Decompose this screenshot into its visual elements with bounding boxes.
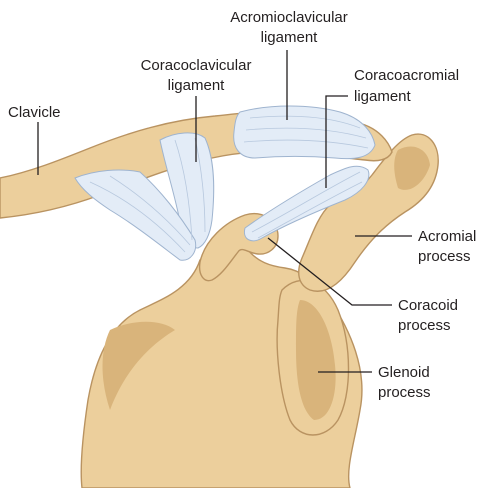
label-acromial-line1: Acromial <box>418 228 476 245</box>
leader-lines <box>37 50 412 373</box>
fiber <box>89 181 186 253</box>
labels: Acromioclavicular ligament Coracoclavicu… <box>8 9 476 401</box>
label-acromioclavicular-line2: ligament <box>261 29 319 46</box>
fiber <box>194 137 206 233</box>
label-coracoid-line2: process <box>398 317 451 334</box>
acromioclavicular-ligament <box>233 105 376 160</box>
label-coracoacromial-line1: Coracoacromial <box>354 67 459 84</box>
label-coracoacromial-line2: ligament <box>354 88 412 105</box>
label-acromioclavicular-line1: Acromioclavicular <box>230 9 348 26</box>
scapula <box>80 244 363 488</box>
coracoacromial-ligament <box>243 165 370 242</box>
label-coracoid-line1: Coracoid <box>398 297 458 314</box>
acromion <box>298 133 439 292</box>
fiber <box>174 139 193 241</box>
label-clavicle: Clavicle <box>8 104 61 121</box>
label-glenoid-line2: process <box>378 384 431 401</box>
fiber <box>245 127 367 139</box>
coracoclavicular-ligament-conoid <box>74 169 197 261</box>
acromion-tip-shade <box>394 146 430 190</box>
glenoid-fossa <box>296 300 336 420</box>
label-acromial-line2: process <box>418 248 471 265</box>
fiber <box>251 171 361 233</box>
leader-coracoacromial <box>325 95 348 188</box>
fiber <box>249 115 361 129</box>
label-coracoclavicular-line1: Coracoclavicular <box>141 57 252 74</box>
scapula-shadow <box>102 321 175 410</box>
label-glenoid-line1: Glenoid <box>378 364 430 381</box>
fiber <box>257 181 363 239</box>
fiber <box>109 175 191 246</box>
label-coracoclavicular-line2: ligament <box>168 77 226 94</box>
fiber <box>243 139 369 149</box>
ligaments <box>74 105 376 261</box>
leader-coracoid <box>267 237 392 306</box>
